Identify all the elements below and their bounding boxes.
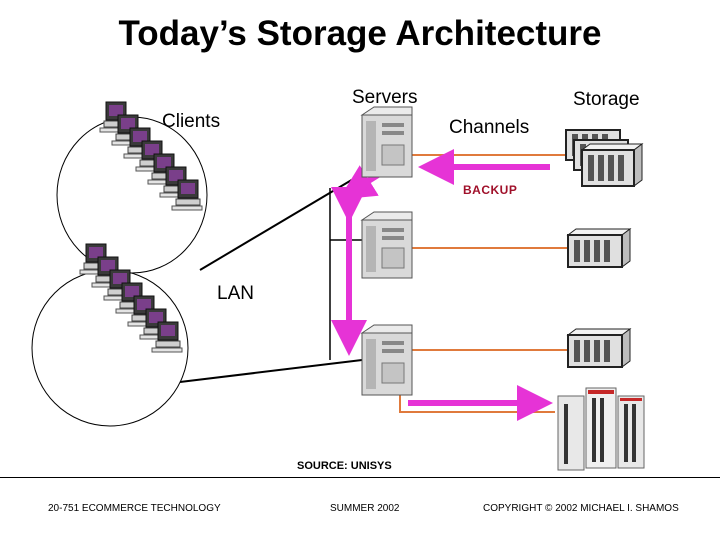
server-tower-icon bbox=[360, 211, 413, 279]
disk-array-icon bbox=[566, 328, 632, 368]
lan-links bbox=[179, 174, 363, 383]
source-note: SOURCE: UNISYS bbox=[297, 460, 392, 472]
client-cluster-bottom bbox=[79, 243, 183, 353]
desktop-computer-icon bbox=[171, 179, 203, 211]
storage-array-3 bbox=[566, 328, 632, 368]
storage-array-stack bbox=[565, 129, 644, 187]
desktop-computer-icon bbox=[151, 321, 183, 353]
label-storage: Storage bbox=[573, 89, 640, 110]
lan-link-bottom bbox=[179, 359, 363, 383]
server-3 bbox=[360, 324, 413, 396]
footer-course: 20-751 ECOMMERCE TECHNOLOGY bbox=[48, 503, 221, 514]
server-1 bbox=[360, 106, 413, 178]
slide-title: Today’s Storage Architecture bbox=[118, 14, 602, 53]
mainframe-storage bbox=[557, 387, 645, 471]
footer-divider bbox=[0, 477, 720, 478]
server-tower-icon bbox=[360, 106, 413, 178]
channel-link-4 bbox=[399, 393, 555, 413]
footer-copyright: COPYRIGHT © 2002 MICHAEL I. SHAMOS bbox=[483, 503, 679, 514]
label-clients: Clients bbox=[162, 111, 221, 132]
label-lan: LAN bbox=[217, 283, 254, 304]
disk-array-icon bbox=[566, 228, 632, 268]
label-backup: BACKUP bbox=[463, 183, 518, 197]
storage-array-2 bbox=[566, 228, 632, 268]
disk-array-icon bbox=[580, 143, 644, 187]
mainframe-storage-icon bbox=[557, 387, 645, 471]
label-channels: Channels bbox=[449, 117, 530, 138]
label-servers: Servers bbox=[352, 87, 418, 108]
footer-term: SUMMER 2002 bbox=[330, 503, 400, 514]
lan-link-top bbox=[199, 174, 361, 271]
server-tower-icon bbox=[360, 324, 413, 396]
server-2 bbox=[360, 211, 413, 279]
desktop-computer-icon bbox=[99, 101, 131, 133]
client-cluster-top bbox=[99, 101, 203, 211]
